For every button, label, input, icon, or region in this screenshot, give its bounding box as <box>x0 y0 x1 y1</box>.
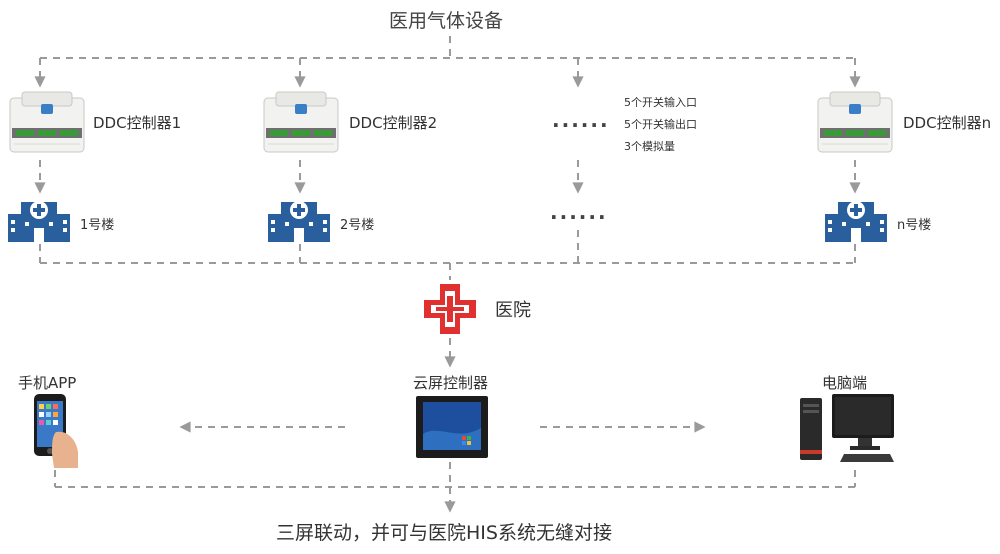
controller-label-1: DDC控制器1 <box>93 114 182 132</box>
smartphone-icon <box>34 394 78 468</box>
io-note-analog: 3个模拟量 <box>624 140 675 153</box>
cloud-screen-monitor-icon <box>416 396 488 458</box>
phone-app-label: 手机APP <box>18 374 77 392</box>
hospital-label: 医院 <box>495 300 531 321</box>
computer-label: 电脑端 <box>822 374 868 392</box>
ddc-controller-icon-n <box>817 91 893 153</box>
io-note-switch-output: 5个开关输出口 <box>624 118 697 131</box>
desktop-computer-icon <box>800 394 894 462</box>
top-title: 医用气体设备 <box>389 10 504 32</box>
building-icon-n <box>825 201 887 242</box>
footer-caption: 三屏联动，并可与医院HIS系统无缝对接 <box>276 522 612 544</box>
ellipsis-top: ...... <box>552 108 610 132</box>
io-note-switch-input: 5个开关输入口 <box>624 96 697 109</box>
building-label-2: 2号楼 <box>340 218 375 233</box>
controller-label-n: DDC控制器n <box>903 114 992 132</box>
ddc-controller-icon-2 <box>263 91 339 153</box>
hospital-cross-icon <box>424 284 476 334</box>
io-notes: 5个开关输入口 5个开关输出口 3个模拟量 <box>624 92 697 158</box>
ellipsis-bottom: ...... <box>550 200 608 224</box>
building-label-1: 1号楼 <box>80 218 115 233</box>
controller-label-2: DDC控制器2 <box>349 114 438 132</box>
ddc-controller-icon-1 <box>9 91 85 153</box>
building-icon-2 <box>268 201 330 242</box>
building-label-n: n号楼 <box>897 218 932 233</box>
cloud-screen-label: 云屏控制器 <box>413 374 489 392</box>
building-icon-1 <box>8 201 70 242</box>
